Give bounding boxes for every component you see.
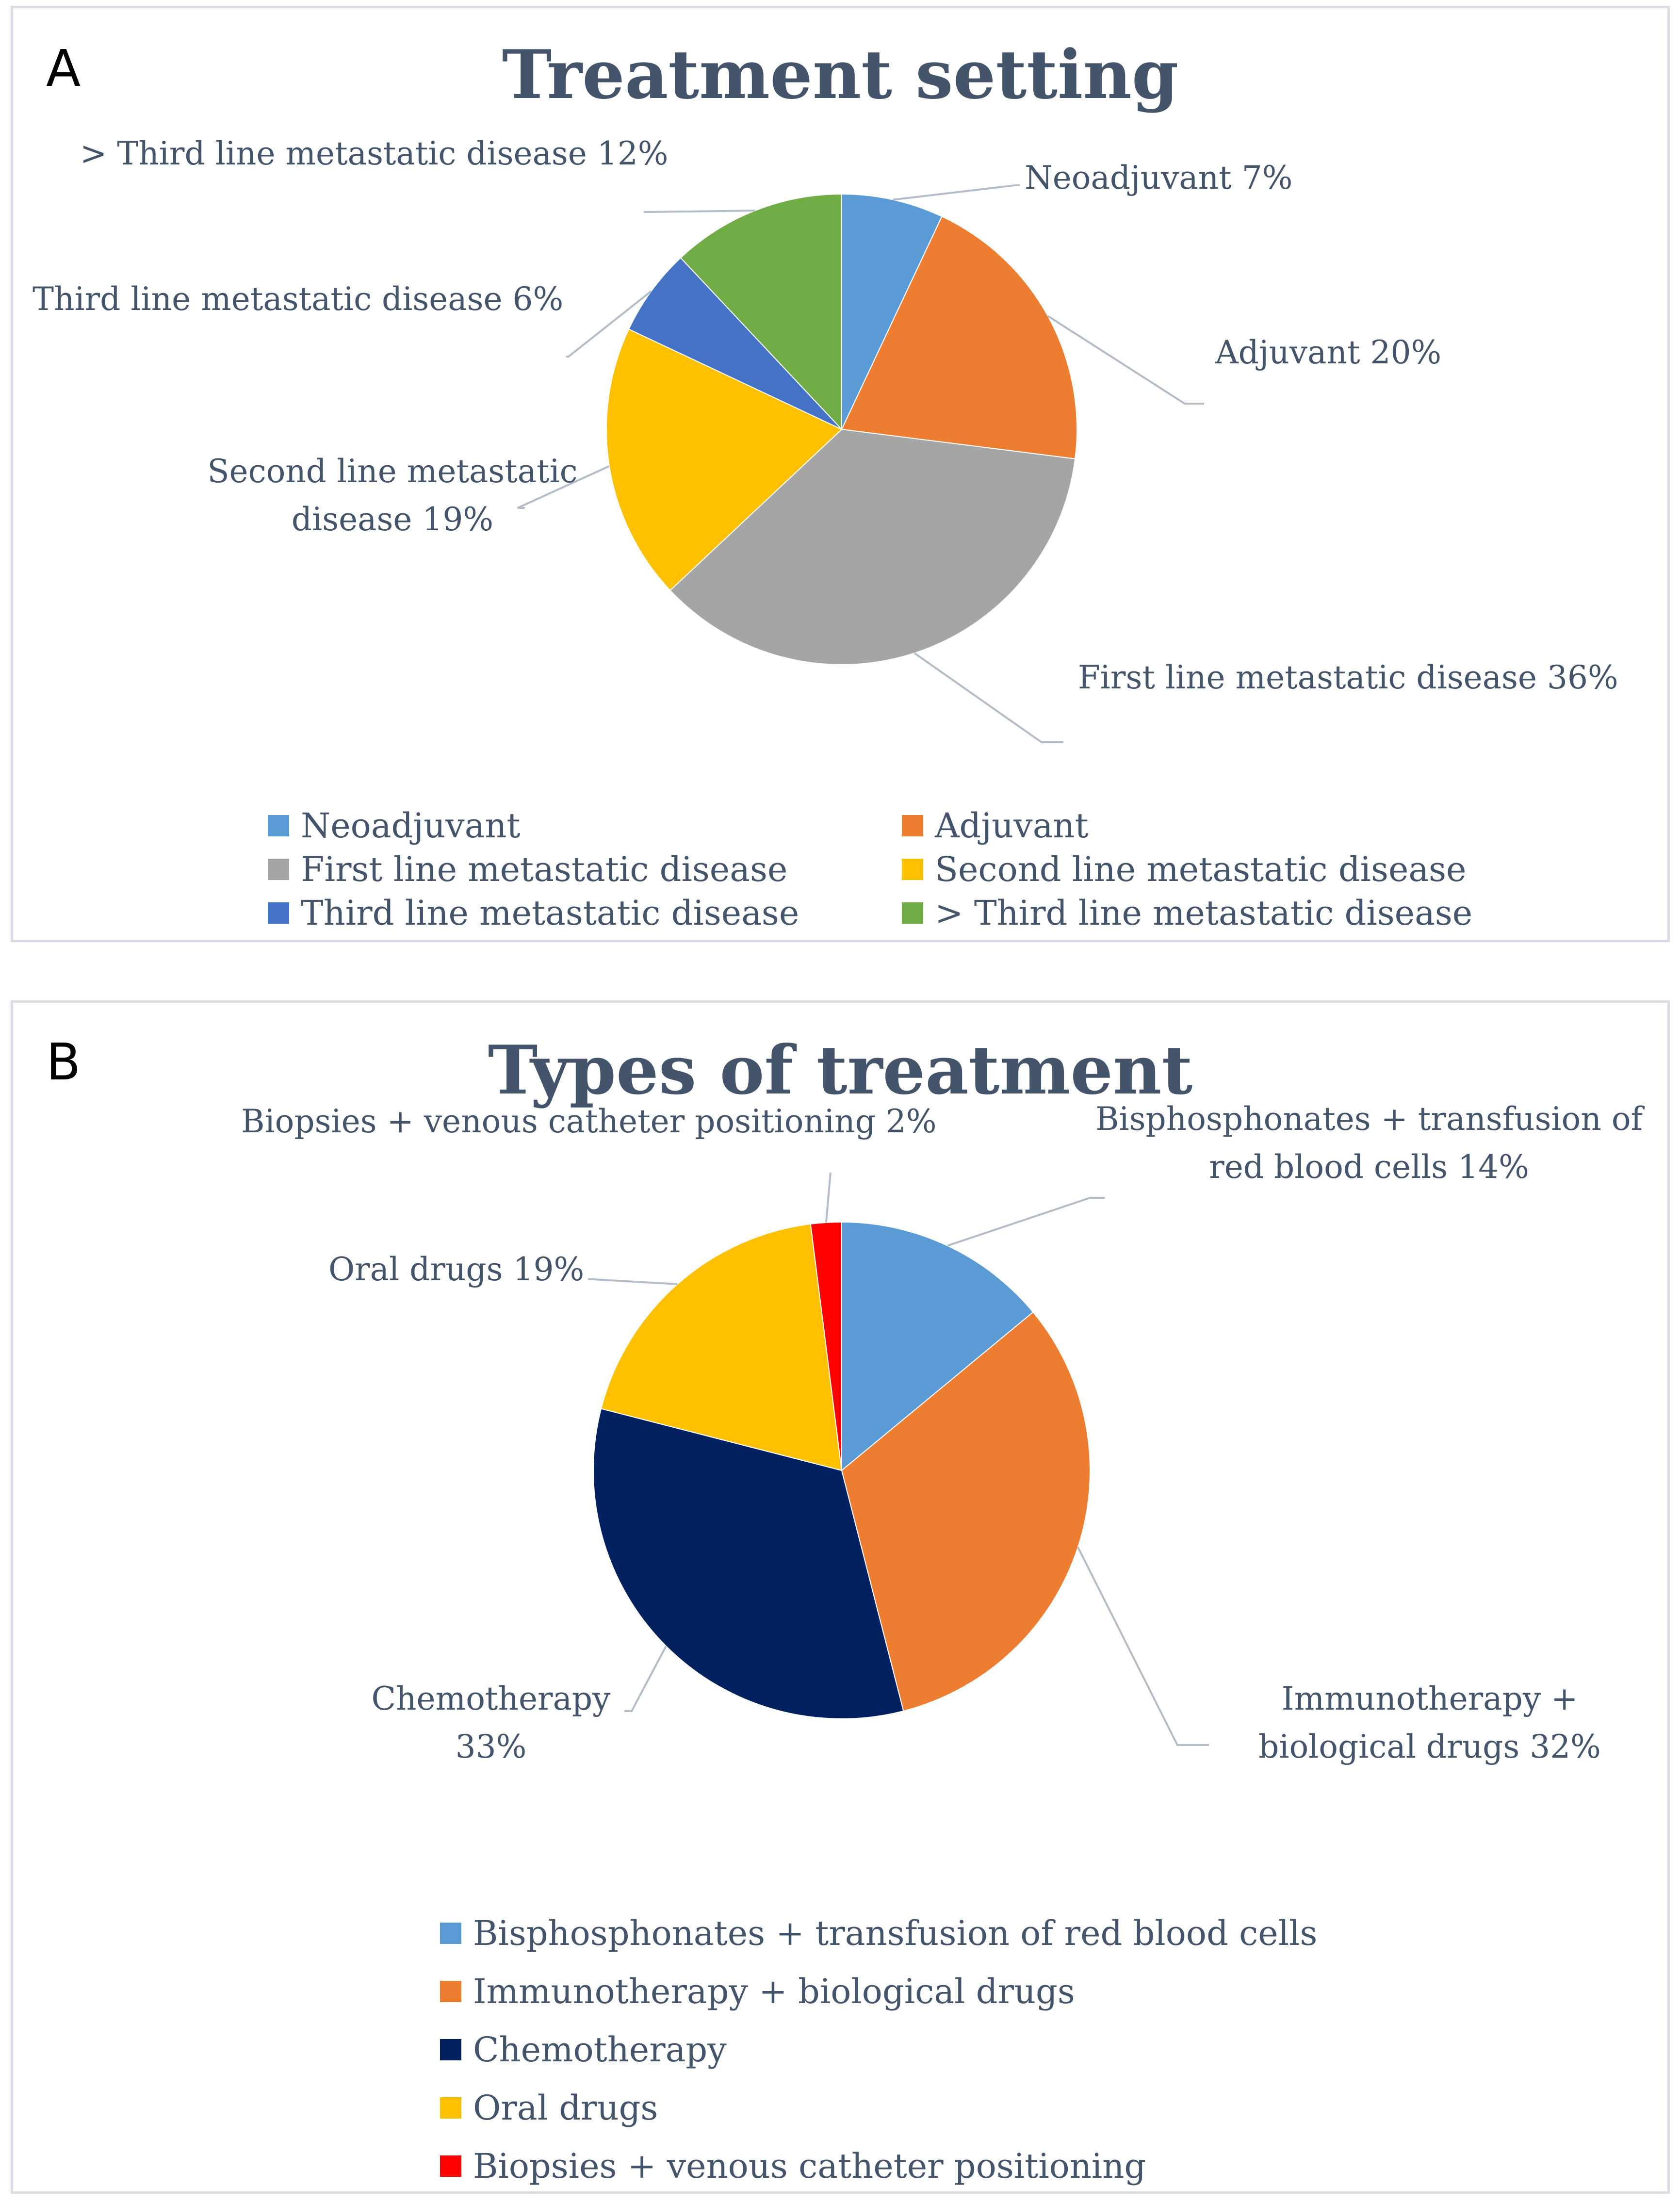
legend-item: Neoadjuvant — [268, 809, 521, 843]
pie-chart-b — [588, 1172, 1209, 1746]
slice-label-bisphosphonates: Bisphosphonates + transfusion of red blo… — [1095, 1100, 1643, 1186]
legend-item: Oral drugs — [440, 2091, 658, 2125]
slice-label-chemotherapy: Chemotherapy 33% — [371, 1680, 611, 1765]
pie-slice-immunotherapy-biological-drugs — [841, 1311, 1091, 1712]
chart-title: Types of treatment — [488, 1030, 1193, 1110]
leader-line — [1077, 1547, 1209, 1746]
slice-label-neoadjuvant: Neoadjuvant 7% — [1025, 159, 1293, 196]
legend-label: Oral drugs — [473, 2088, 658, 2128]
legend-swatch — [440, 2039, 461, 2060]
legend-item: Adjuvant — [902, 809, 1089, 843]
legend-label: Chemotherapy — [473, 2030, 727, 2070]
leader-line — [913, 652, 1063, 743]
leader-line — [588, 1278, 678, 1285]
slice-label-immunotherapy: Immunotherapy + biological drugs 32% — [1258, 1680, 1601, 1765]
leader-line — [825, 1172, 832, 1223]
slice-label-adjuvant: Adjuvant 20% — [1215, 334, 1442, 371]
leader-line — [566, 290, 652, 358]
slice-label-third-line: Third line metastatic disease 6% — [33, 280, 564, 318]
legend-swatch — [902, 902, 923, 924]
legend-label: Second line metastatic disease — [935, 849, 1467, 889]
slice-label-beyond-third-line: > Third line metastatic disease 12% — [80, 135, 669, 172]
legend-item: First line metastatic disease — [268, 852, 787, 886]
panel-letter: B — [46, 1032, 81, 1092]
legend-item: > Third line metastatic disease — [902, 896, 1472, 930]
chart-title: Treatment setting — [502, 35, 1179, 114]
legend-swatch — [440, 1981, 461, 2002]
legend-label: Immunotherapy + biological drugs — [473, 1972, 1075, 2011]
pie-chart-a — [517, 184, 1204, 743]
pie-slice-chemotherapy — [593, 1408, 904, 1719]
leader-line — [947, 1197, 1105, 1247]
legend-label: Bisphosphonates + transfusion of red blo… — [473, 1913, 1318, 1953]
legend-label: Neoadjuvant — [301, 806, 521, 846]
legend-swatch — [268, 902, 289, 924]
panel-a: A Treatment setting Neoadjuvant 7% Adjuv… — [11, 6, 1670, 942]
legend-swatch — [440, 2097, 461, 2119]
panel-b: B Types of treatment Bisphosphonates + t… — [11, 1000, 1670, 2194]
leader-line — [644, 210, 755, 213]
leader-line — [1047, 315, 1204, 405]
leader-line — [624, 1646, 667, 1712]
leader-line — [893, 184, 1020, 201]
legend-swatch — [902, 859, 923, 880]
legend-label: Third line metastatic disease — [301, 893, 799, 933]
slice-label-biopsies: Biopsies + venous catheter positioning 2… — [241, 1103, 937, 1140]
slice-label-first-line: First line metastatic disease 36% — [1078, 659, 1618, 696]
pie-slice-neoadjuvant — [841, 193, 943, 430]
legend-swatch — [268, 815, 289, 836]
legend-swatch — [902, 815, 923, 836]
legend-label: First line metastatic disease — [301, 849, 788, 889]
legend-item: Bisphosphonates + transfusion of red blo… — [440, 1916, 1317, 1950]
legend-swatch — [268, 859, 289, 880]
slice-label-oral-drugs: Oral drugs 19% — [328, 1251, 585, 1288]
legend-item: Immunotherapy + biological drugs — [440, 1975, 1075, 2008]
legend-label: Biopsies + venous catheter positioning — [473, 2146, 1146, 2186]
legend-item: Biopsies + venous catheter positioning — [440, 2149, 1146, 2183]
legend-label: > Third line metastatic disease — [935, 893, 1473, 933]
legend-swatch — [440, 1923, 461, 1944]
legend-label: Adjuvant — [935, 806, 1089, 846]
pie-slice-bisphosphonates-transfusion-of-red-blood-cells — [841, 1221, 1034, 1472]
slice-label-second-line: Second line metastatic disease 19% — [207, 453, 578, 538]
legend-item: Third line metastatic disease — [268, 896, 799, 930]
panel-letter: A — [46, 39, 81, 98]
legend-item: Second line metastatic disease — [902, 852, 1466, 886]
leader-line — [517, 465, 610, 509]
legend-swatch — [440, 2155, 461, 2177]
legend-item: Chemotherapy — [440, 2033, 727, 2067]
pie-slice-oral-drugs — [600, 1223, 843, 1471]
